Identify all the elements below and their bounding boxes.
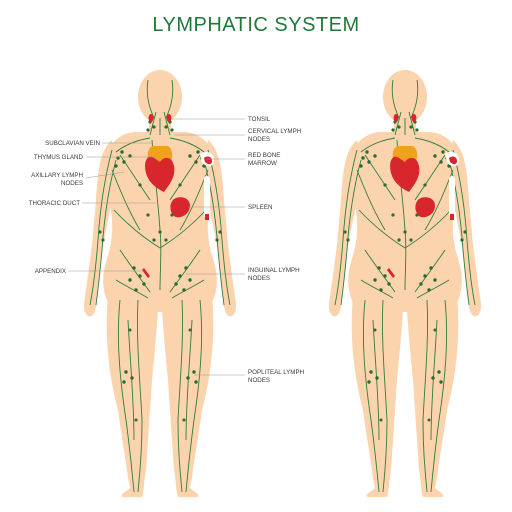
label-cervical-line1: CERVICAL LYMPH xyxy=(248,128,301,135)
label-popliteal-line2: NODES xyxy=(248,377,270,384)
label-tonsil: TONSIL xyxy=(248,116,271,123)
label-inguinal-line1: INGUINAL LYMPH xyxy=(248,267,300,274)
red-bone-marrow xyxy=(445,152,459,220)
label-axillary-line1: AXILLARY LYMPH xyxy=(31,172,83,179)
leader-lines xyxy=(68,118,245,376)
figure-front-unlabeled xyxy=(329,70,481,497)
label-thymus: THYMUS GLAND xyxy=(34,154,84,161)
leader-axillary xyxy=(85,171,125,179)
red-bone-marrow xyxy=(200,152,214,220)
label-cervical-line2: NODES xyxy=(248,136,270,143)
labels: TONSIL CERVICAL LYMPH NODES SUBCLAVIAN V… xyxy=(29,116,304,384)
label-red-marrow-line2: MARROW xyxy=(248,160,277,167)
label-appendix: APPENDIX xyxy=(35,268,66,275)
label-red-marrow-line1: RED BONE xyxy=(248,152,280,159)
label-axillary-line2: NODES xyxy=(61,180,83,187)
label-popliteal-line1: POPLITEAL LYMPH xyxy=(248,369,304,376)
figure-front-labeled xyxy=(84,70,236,497)
label-inguinal-line2: NODES xyxy=(248,275,270,282)
label-subclavian: SUBCLAVIAN VEIN xyxy=(45,140,100,147)
label-thoracic: THORACIC DUCT xyxy=(29,200,80,207)
label-spleen: SPLEEN xyxy=(248,204,272,211)
diagram-title: LYMPHATIC SYSTEM xyxy=(152,14,360,36)
